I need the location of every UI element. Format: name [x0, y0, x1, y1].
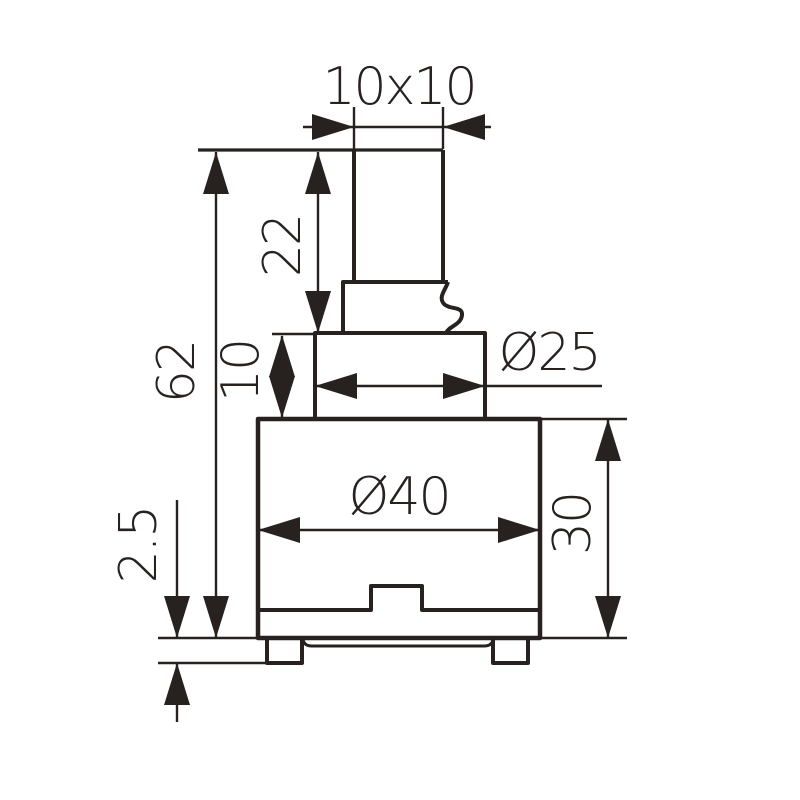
- label-stem-section: 10x10: [322, 57, 475, 117]
- neck-outline: [313, 331, 487, 419]
- body-outline: [255, 416, 543, 641]
- dimension-lines: [158, 107, 627, 722]
- arrow-neck-height-bottom: [269, 376, 295, 418]
- arrow-body-diameter-left: [258, 517, 300, 543]
- right-foot-outline: [491, 638, 530, 665]
- arrowheads: [164, 114, 621, 705]
- label-overall-height: 62: [147, 341, 207, 403]
- label-foot-height: 2.5: [109, 507, 169, 584]
- arrow-overall-height-bottom: [203, 596, 229, 638]
- base-plate-line: [301, 637, 495, 648]
- arrow-stem-width-right: [443, 114, 485, 140]
- object-outlines: [198, 148, 543, 665]
- arrow-stem-height-bottom: [305, 291, 331, 333]
- arrow-overall-height-top: [203, 152, 229, 194]
- arrow-foot-height-bottom: [164, 663, 190, 705]
- label-stem-height: 22: [253, 215, 313, 277]
- arrow-foot-height-top: [164, 596, 190, 638]
- arrow-neck-height-top: [269, 335, 295, 377]
- arrow-body-diameter-right: [498, 517, 540, 543]
- label-neck-diameter: Ø25: [498, 323, 599, 383]
- arrow-neck-diameter-right: [443, 373, 485, 399]
- arrow-body-height-bottom: [595, 596, 621, 638]
- arrow-body-height-top: [595, 419, 621, 461]
- label-neck-height: 10: [211, 340, 271, 402]
- label-body-height: 30: [543, 493, 603, 555]
- label-body-diameter: Ø40: [348, 467, 449, 527]
- break-line-squiggle: [439, 281, 464, 335]
- arrow-stem-width-left: [312, 114, 354, 140]
- dimension-labels: 10x10 22 62 10 Ø25 Ø40 30 2.5: [109, 57, 603, 583]
- collar-outline: [341, 280, 448, 333]
- body-notch-line: [258, 584, 540, 612]
- left-foot-outline: [265, 638, 304, 665]
- arrow-stem-height-top: [305, 152, 331, 194]
- arrow-neck-diameter-left: [315, 373, 357, 399]
